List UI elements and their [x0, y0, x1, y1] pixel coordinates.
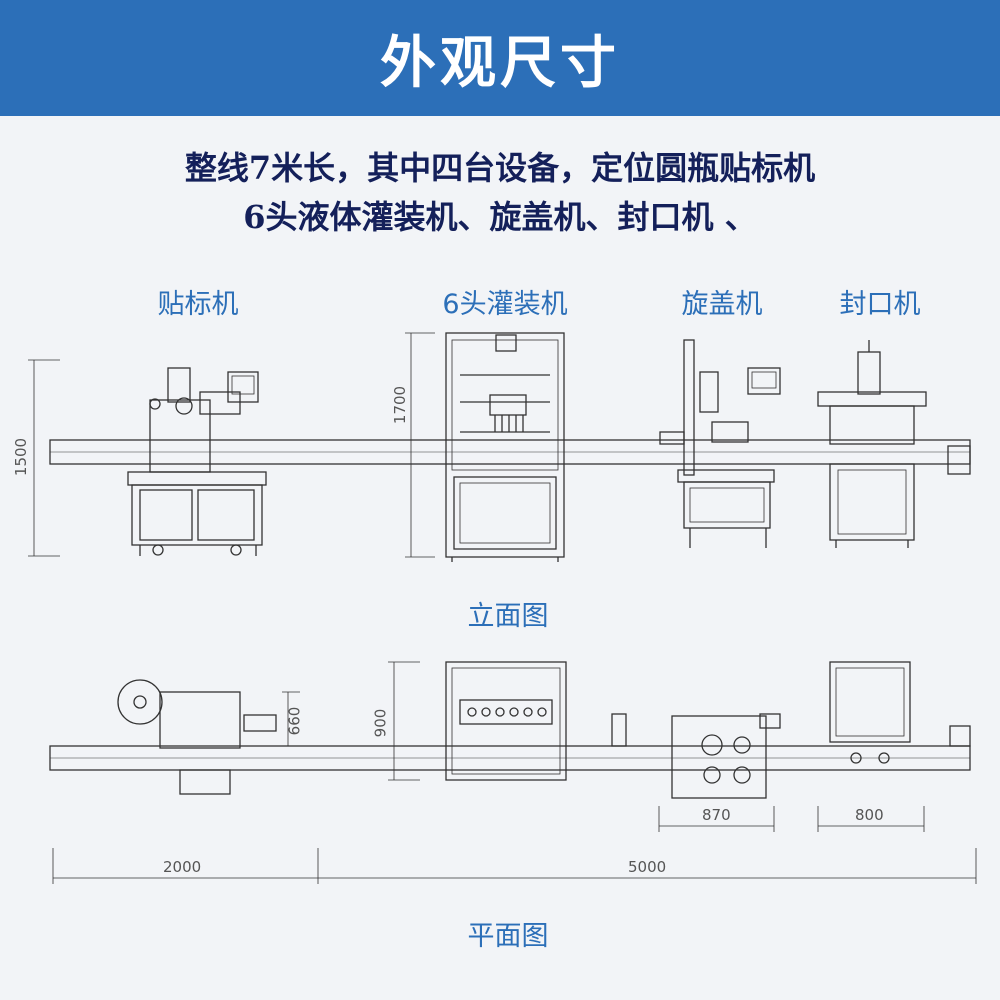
subtitle-line-1: 整线7米长，其中四台设备，定位圆瓶贴标机 — [184, 149, 816, 187]
elevation-label: 立面图 — [467, 601, 549, 632]
plan-filler — [445, 661, 627, 781]
plan-sealer — [829, 661, 971, 764]
dim-capper-width: 870 — [702, 806, 731, 824]
elevation-filler — [445, 332, 565, 562]
plan-label: 平面图 — [467, 921, 549, 952]
machine-label-labeler: 贴标机 — [157, 289, 239, 320]
dim-labeler-depth: 660 — [285, 706, 304, 736]
machine-label-capper: 旋盖机 — [681, 289, 763, 320]
machine-label-filler: 6头灌装机 — [442, 289, 568, 320]
dim-height-labeler: 1500 — [12, 437, 31, 477]
plan-labeler — [117, 679, 277, 795]
dim-length-left: 2000 — [163, 858, 202, 876]
subtitle-line-2: 6头液体灌装机、旋盖机、封口机 、 — [243, 198, 757, 236]
dim-height-filler: 1700 — [391, 385, 410, 425]
plan-view — [49, 661, 977, 884]
dim-length-right: 5000 — [628, 858, 667, 876]
elevation-view — [28, 332, 971, 562]
machine-label-sealer: 封口机 — [839, 289, 921, 320]
elevation-sealer — [817, 340, 971, 548]
page-title: 外观尺寸 — [380, 29, 620, 96]
plan-capper — [671, 713, 781, 799]
dim-filler-depth: 900 — [371, 708, 390, 738]
dim-sealer-width: 800 — [855, 806, 884, 824]
elevation-labeler — [127, 367, 267, 556]
elevation-capper — [659, 339, 781, 548]
header-banner: 外观尺寸 — [0, 0, 1000, 116]
